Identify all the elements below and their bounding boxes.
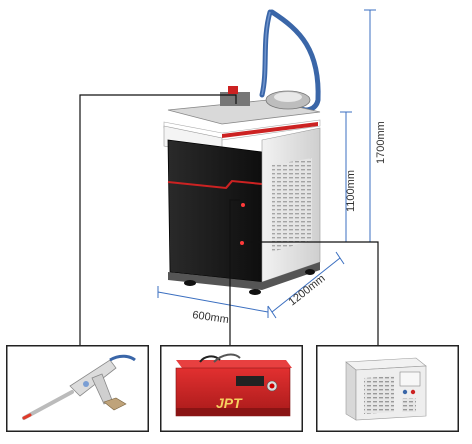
welding-gun [22, 354, 136, 420]
water-chiller [345, 357, 427, 421]
laser-source: JPT [175, 353, 292, 417]
wheel [184, 280, 196, 286]
connector-lines [79, 94, 379, 345]
machine-cabinet [167, 139, 263, 283]
wheel [305, 269, 315, 275]
laser-brand-label: JPT [216, 395, 243, 411]
dimension-total-height: 1700mm [375, 121, 387, 164]
dimension-body-height: 1100mm [345, 170, 357, 212]
dimension-depth: 600mm [192, 309, 230, 326]
main-machine [163, 9, 321, 295]
wheel [249, 289, 261, 295]
